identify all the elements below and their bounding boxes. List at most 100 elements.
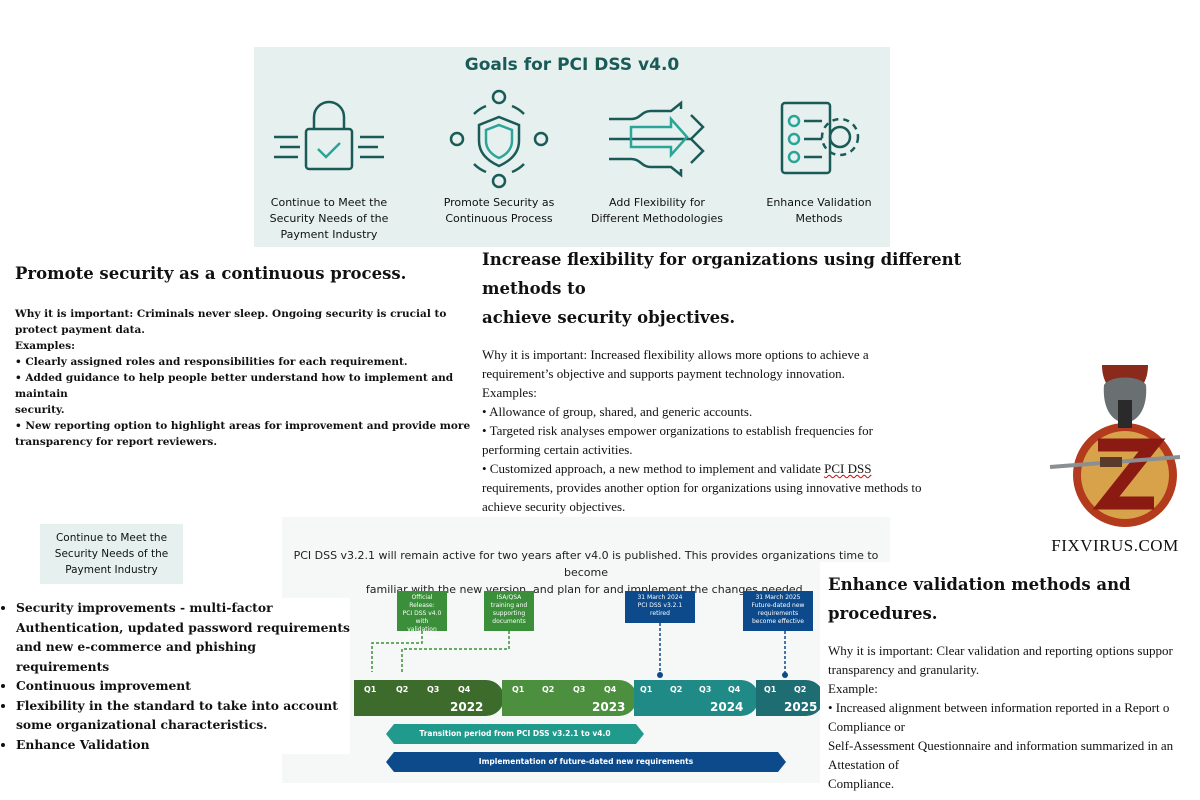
implementation-bar: Implementation of future-dated new requi…	[386, 752, 786, 772]
quarter-label: Q4	[458, 685, 471, 694]
enhance-heading: Enhance validation methods and procedure…	[828, 570, 1131, 628]
goal-label-flexibility: Add Flexibility for Different Methodolog…	[582, 195, 732, 227]
continue-box-line: Security Needs of the	[54, 548, 169, 560]
promote-body: Why it is important: Criminals never sle…	[15, 306, 475, 450]
callout-line: Future-dated new	[751, 602, 805, 609]
quarter-label: Q1	[640, 685, 653, 694]
flexibility-line: • Allowance of group, shared, and generi…	[482, 404, 753, 419]
flexibility-line: requirement’s objective and supports pay…	[482, 366, 845, 381]
quarter-label: Q1	[512, 685, 525, 694]
quarter-label: Q4	[728, 685, 741, 694]
spellcheck-marked-text: PCI DSS	[824, 461, 872, 476]
promote-line: • Added guidance to help people better u…	[15, 372, 454, 400]
year-bar-2024: Q1 Q2 Q3 Q4 2024	[634, 680, 759, 716]
continue-box-line: Continue to Meet the	[55, 532, 168, 544]
goal-label-line: Enhance Validation	[766, 196, 872, 209]
checklist-gear-icon	[780, 101, 860, 175]
quarter-label: Q2	[670, 685, 683, 694]
quarter-label: Q1	[364, 685, 377, 694]
promote-heading: Promote security as a continuous process…	[15, 264, 407, 283]
year-bar-2022: Q1 Q2 Q3 Q4 2022	[354, 680, 504, 716]
enhance-heading-line: procedures.	[828, 604, 938, 623]
enhance-line: • Increased alignment between informatio…	[828, 700, 1170, 715]
callout-line: requirements	[757, 610, 799, 617]
callout-line: 31 March 2025	[755, 594, 801, 601]
callout-line: validation	[407, 626, 437, 633]
quarter-label: Q3	[573, 685, 586, 694]
goal-label-validation: Enhance Validation Methods	[744, 195, 894, 227]
fixvirus-logo-text[interactable]: FIXVIRUS.COM	[1051, 536, 1179, 555]
flexibility-line: achieve security objectives.	[482, 499, 626, 514]
enhance-line: Compliance.	[828, 776, 895, 791]
flexibility-line: Why it is important: Increased flexibili…	[482, 347, 869, 362]
year-label: 2025	[784, 700, 818, 714]
quarter-label: Q2	[396, 685, 409, 694]
goal-label-line: Security Needs of the	[269, 212, 389, 225]
callout-future-dated: 31 March 2025 Future-dated new requireme…	[743, 591, 813, 631]
list-item: Flexibility in the standard to take into…	[16, 696, 350, 735]
promote-line: • New reporting option to highlight area…	[15, 420, 471, 432]
enhance-line: Why it is important: Clear validation an…	[828, 643, 1173, 658]
flexibility-heading-line: Increase flexibility for organizations u…	[482, 250, 962, 269]
quarter-label: Q2	[794, 685, 807, 694]
flexibility-body: Why it is important: Increased flexibili…	[482, 345, 1002, 516]
enhance-section: Enhance validation methods and procedure…	[820, 562, 1200, 800]
goal-label-line: Add Flexibility for	[609, 196, 705, 209]
year-bar-2025: Q1 Q2 2025	[756, 680, 824, 716]
year-label: 2022	[450, 700, 484, 714]
promote-line: Examples:	[15, 340, 75, 352]
flexibility-heading-line: methods to	[482, 279, 586, 298]
flexible-arrows-icon	[609, 100, 705, 178]
callout-line: 31 March 2024	[637, 594, 683, 601]
callout-line: Official Release:	[409, 594, 435, 609]
enhance-line: Compliance or	[828, 719, 905, 734]
flexibility-line: performing certain activities.	[482, 442, 633, 457]
timeline-note-line: PCI DSS v3.2.1 will remain active for tw…	[293, 549, 879, 579]
callout-training: ISA/QSA training and supporting document…	[484, 591, 534, 631]
goal-label-line: Promote Security as	[443, 196, 555, 209]
year-label: 2024	[710, 700, 744, 714]
promote-line: protect payment data.	[15, 324, 145, 336]
timeline-connectors	[371, 623, 788, 678]
flexibility-line: • Targeted risk analyses empower organiz…	[482, 423, 873, 438]
goal-label-security-needs: Continue to Meet the Security Needs of t…	[254, 195, 404, 243]
shield-cycle-icon	[449, 89, 549, 189]
quarter-label: Q1	[764, 685, 777, 694]
timeline-note-line: familiar with the new version, and plan …	[365, 583, 807, 596]
promote-line: • Clearly assigned roles and responsibil…	[15, 356, 408, 368]
list-item: Enhance Validation	[16, 735, 350, 755]
quarter-label: Q4	[604, 685, 617, 694]
enhance-line: Self-Assessment Questionnaire and inform…	[828, 738, 1174, 753]
callout-line: ISA/QSA	[496, 594, 522, 601]
goal-label-continuous: Promote Security as Continuous Process	[424, 195, 574, 227]
quarter-label: Q3	[427, 685, 440, 694]
callout-line: PCI DSS v3.2.1	[637, 602, 683, 609]
year-label: 2023	[592, 700, 626, 714]
goal-label-line: Different Methodologies	[590, 212, 723, 225]
callout-line: retired	[650, 610, 670, 617]
spartan-z-logo-icon	[1049, 365, 1181, 527]
enhance-body: Why it is important: Clear validation an…	[828, 641, 1200, 793]
goal-label-line: Continuous Process	[445, 212, 553, 225]
promote-line: security.	[15, 404, 65, 416]
continue-list: Security improvements - multi-factor Aut…	[0, 598, 350, 754]
transition-period-bar: Transition period from PCI DSS v3.2.1 to…	[386, 724, 644, 744]
list-item: Security improvements - multi-factor Aut…	[16, 598, 350, 676]
quarter-label: Q2	[542, 685, 555, 694]
continue-box-line: Payment Industry	[65, 564, 158, 576]
timeline-note: PCI DSS v3.2.1 will remain active for tw…	[282, 547, 890, 598]
callout-line: documents	[492, 618, 526, 625]
callout-v321-retired: 31 March 2024 PCI DSS v3.2.1 retired	[625, 591, 695, 623]
flexibility-line: requirements, provides another option fo…	[482, 480, 922, 495]
callout-line: training and	[490, 602, 528, 609]
enhance-heading-line: Enhance validation methods and	[828, 575, 1131, 594]
enhance-line: transparency and granularity.	[828, 662, 980, 677]
goals-panel: Goals for PCI DSS v4.0	[254, 47, 890, 247]
goal-label-line: Payment Industry	[280, 228, 378, 241]
enhance-line: Example:	[828, 681, 878, 696]
list-item: Continuous improvement	[16, 676, 350, 696]
continue-box: Continue to Meet the Security Needs of t…	[40, 524, 183, 584]
year-bar-2023: Q1 Q2 Q3 Q4 2023	[502, 680, 637, 716]
promote-line: transparency for report reviewers.	[15, 436, 217, 448]
goals-title: Goals for PCI DSS v4.0	[464, 55, 680, 75]
